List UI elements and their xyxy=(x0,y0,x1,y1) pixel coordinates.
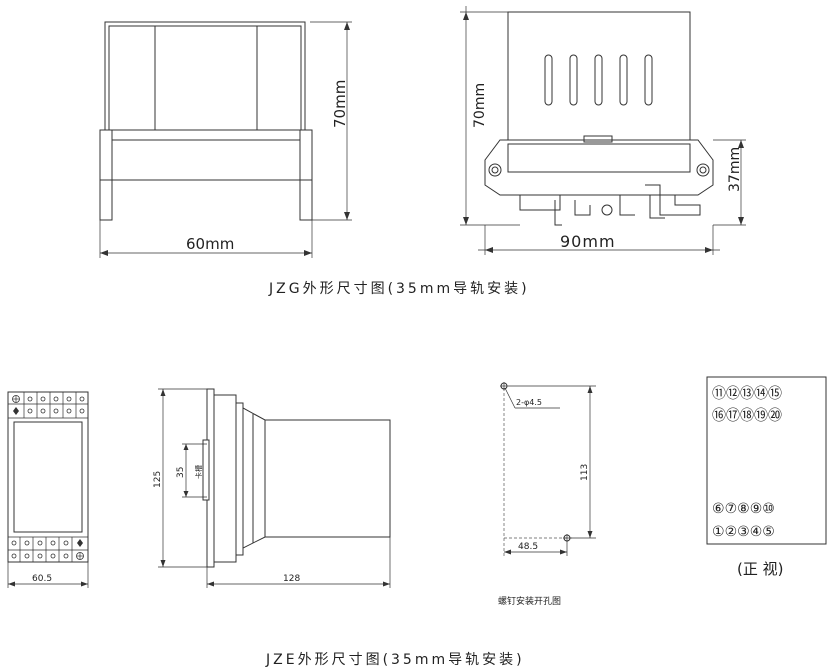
terminal-row-11-15: ⑪⑫⑬⑭⑮ xyxy=(712,386,782,402)
terminal-row-16-20: ⑯⑰⑱⑲⑳ xyxy=(712,408,782,424)
terminal-row-6-10: ⑥⑦⑧⑨⑩ xyxy=(712,501,775,517)
jze-side-depth-label: 128 xyxy=(283,574,300,584)
jzg-side-width-label: 90mm xyxy=(560,232,616,251)
jzg-front-view: 70mm 60mm xyxy=(99,21,352,258)
jze-front-width-label: 60.5 xyxy=(32,574,52,584)
jze-side-height-label: 125 xyxy=(153,471,163,488)
jze-front-view: 60.5 xyxy=(7,391,89,588)
jzg-front-height-label: 70mm xyxy=(331,80,349,128)
hole-caption: 螺钉安装开孔图 xyxy=(498,595,561,607)
jzg-caption: JZG外形尺寸图(35mm导轨安装) xyxy=(268,281,530,297)
jze-caption: JZE外形尺寸图(35mm导轨安装) xyxy=(265,652,525,668)
jze-side-slot-label: 卡槽 xyxy=(194,465,203,479)
hole-vertical-label: 113 xyxy=(580,464,590,481)
hole-diameter-label: 2-φ4.5 xyxy=(516,398,542,407)
jzg-side-height-label: 70mm xyxy=(472,83,488,128)
jzg-front-width-label: 60mm xyxy=(186,235,234,253)
hole-horizontal-label: 48.5 xyxy=(518,542,538,552)
jze-side-view: 125 35 卡槽 128 xyxy=(153,388,391,588)
front-view-label: (正 视) xyxy=(737,560,783,578)
jzg-side-rail-label: 37mm xyxy=(727,147,743,192)
jze-terminal-layout: ⑪⑫⑬⑭⑮ ⑯⑰⑱⑲⑳ ⑥⑦⑧⑨⑩ ①②③④⑤ (正 视) xyxy=(706,376,827,578)
jzg-side-view: 70mm 37mm 90mm xyxy=(460,6,746,255)
terminal-row-1-5: ①②③④⑤ xyxy=(712,524,775,540)
jze-side-slot-height-label: 35 xyxy=(176,467,186,478)
jze-hole-pattern: 2-φ4.5 113 48.5 螺钉安装开孔图 xyxy=(498,382,596,607)
